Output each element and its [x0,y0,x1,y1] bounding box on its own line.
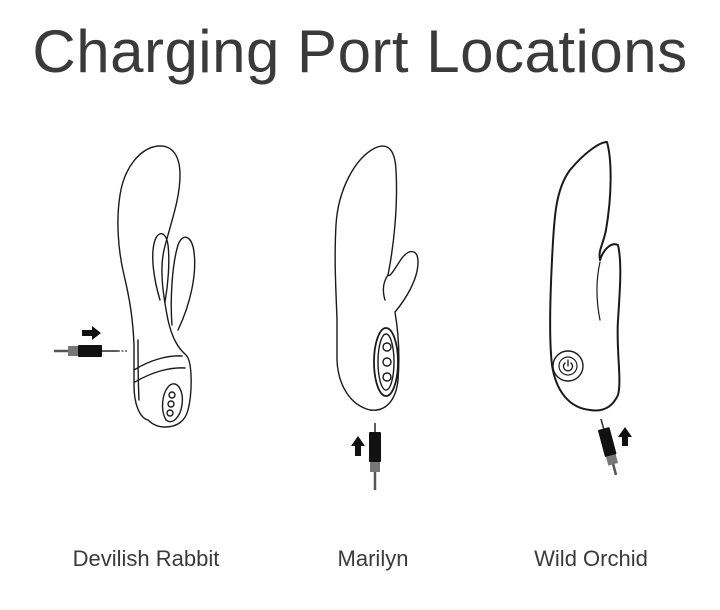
devilish-rabbit-ear-right [170,236,196,331]
devilish-rabbit-button-3 [166,409,174,417]
devilish-rabbit-inner-line [137,339,140,401]
devilish-rabbit-body [117,145,192,428]
wild-orchid-drawing [549,141,622,412]
devilish-rabbit-control-panel [161,383,184,423]
devilish-rabbit-button-1 [168,391,176,399]
charging-plug-icon [54,345,128,357]
arrow-up-icon [618,427,632,446]
charging-plug-icon [598,418,619,476]
marilyn-button-2 [382,357,392,367]
marilyn-button-3 [382,372,392,382]
marilyn-body [334,145,419,411]
devilish-rabbit-drawing [117,145,196,428]
wild-orchid-body [549,141,622,412]
devilish-rabbit-ear-left [152,233,170,303]
devilish-rabbit-band [133,355,183,371]
marilyn-drawing [334,145,419,411]
product-label-wild-orchid: Wild Orchid [534,546,648,571]
product-label-marilyn: Marilyn [337,546,409,571]
power-icon [562,359,574,372]
page-title: Charging Port Locations [32,18,688,85]
product-label-devilish-rabbit: Devilish Rabbit [72,546,220,571]
wild-orchid-control-inner [558,356,578,376]
wild-orchid-inner-line [596,261,601,321]
charging-port-illustration [54,141,632,490]
marilyn-inner-line [382,274,389,301]
marilyn-control-outer [373,327,399,397]
marilyn-control-inner [377,333,395,391]
wild-orchid-control-outer [552,350,584,382]
charging-plug-icon [369,423,381,490]
arrow-up-icon [351,436,365,456]
devilish-rabbit-button-2 [167,400,175,408]
devilish-rabbit-band-lower [134,367,186,383]
arrow-right-icon [82,326,101,340]
marilyn-button-1 [382,342,392,352]
